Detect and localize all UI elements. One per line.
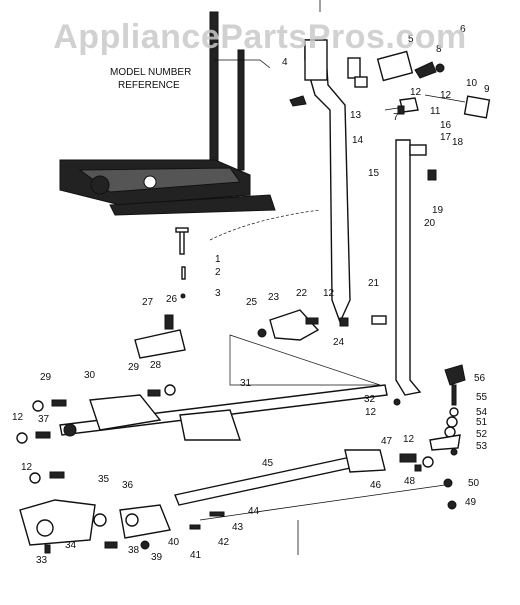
callout-44: 44 <box>248 506 260 517</box>
callout-39: 39 <box>151 552 163 563</box>
callout-20: 20 <box>424 218 436 229</box>
lever-part-15 <box>304 39 361 324</box>
callout-7: 7 <box>393 112 399 123</box>
callout-34: 34 <box>65 540 77 551</box>
callout-42: 42 <box>218 537 230 548</box>
callout-21: 21 <box>368 278 380 289</box>
callout-33: 33 <box>36 555 48 566</box>
callout-32: 32 <box>364 394 376 405</box>
callout-6: 6 <box>460 24 466 35</box>
upper-right-parts <box>289 50 491 181</box>
callout-19: 19 <box>432 205 444 216</box>
callout-12: 12 <box>365 407 377 418</box>
callout-48: 48 <box>404 476 416 487</box>
callout-53: 53 <box>476 441 488 452</box>
callout-12: 12 <box>410 87 422 98</box>
callout-43: 43 <box>232 522 244 533</box>
callout-37: 37 <box>38 414 50 425</box>
callout-12: 12 <box>323 288 335 299</box>
callout-35: 35 <box>98 474 110 485</box>
callout-12: 12 <box>21 462 33 473</box>
callout-2: 2 <box>215 267 221 278</box>
lower-left-brackets <box>19 471 225 554</box>
callout-16: 16 <box>440 120 452 131</box>
callout-52: 52 <box>476 429 488 440</box>
callout-46: 46 <box>370 480 382 491</box>
callout-23: 23 <box>268 292 280 303</box>
rod-part-20 <box>395 139 422 396</box>
callout-25: 25 <box>246 297 258 308</box>
callout-41: 41 <box>190 550 202 561</box>
callout-10: 10 <box>466 78 478 89</box>
callout-47: 47 <box>381 436 393 447</box>
callout-12: 12 <box>403 434 415 445</box>
inset-caption-line-2: REFERENCE <box>118 80 180 91</box>
callout-51: 51 <box>476 417 488 428</box>
knob-stack-50-56 <box>414 364 466 510</box>
callout-4: 4 <box>282 57 288 68</box>
callout-14: 14 <box>352 135 364 146</box>
callout-1: 1 <box>215 254 221 265</box>
rod-part-45 <box>174 449 453 521</box>
callout-11: 11 <box>430 106 441 117</box>
callout-8: 8 <box>436 44 442 55</box>
callout-31: 31 <box>240 378 252 389</box>
callout-24: 24 <box>333 337 345 348</box>
callout-29: 29 <box>128 362 140 373</box>
callout-12: 12 <box>12 412 24 423</box>
shaft-part-31 <box>16 384 401 444</box>
callout-28: 28 <box>150 360 162 371</box>
pin-parts-1-3 <box>175 227 189 299</box>
callout-55: 55 <box>476 392 488 403</box>
inset-caption-line-1: MODEL NUMBER <box>110 67 191 78</box>
callout-29: 29 <box>40 372 52 383</box>
callout-36: 36 <box>122 480 134 491</box>
callout-18: 18 <box>452 137 464 148</box>
callout-15: 15 <box>368 168 380 179</box>
callout-27: 27 <box>142 297 154 308</box>
callout-5: 5 <box>408 34 414 45</box>
callout-26: 26 <box>166 294 178 305</box>
callout-22: 22 <box>296 288 308 299</box>
callout-17: 17 <box>440 132 452 143</box>
callout-12: 12 <box>440 90 452 101</box>
callout-49: 49 <box>465 497 477 508</box>
callout-40: 40 <box>168 537 180 548</box>
linkage-parts-21-25 <box>229 309 387 386</box>
callout-30: 30 <box>84 370 96 381</box>
callout-13: 13 <box>350 110 362 121</box>
callout-45: 45 <box>262 458 274 469</box>
callout-56: 56 <box>474 373 486 384</box>
callout-3: 3 <box>215 288 221 299</box>
machine-inset: MODEL NUMBER REFERENCE <box>59 11 321 241</box>
callout-9: 9 <box>484 84 490 95</box>
callout-54: 54 <box>476 407 488 418</box>
callout-38: 38 <box>128 545 140 556</box>
callout-50: 50 <box>468 478 480 489</box>
bracket-part-27 <box>134 314 186 359</box>
